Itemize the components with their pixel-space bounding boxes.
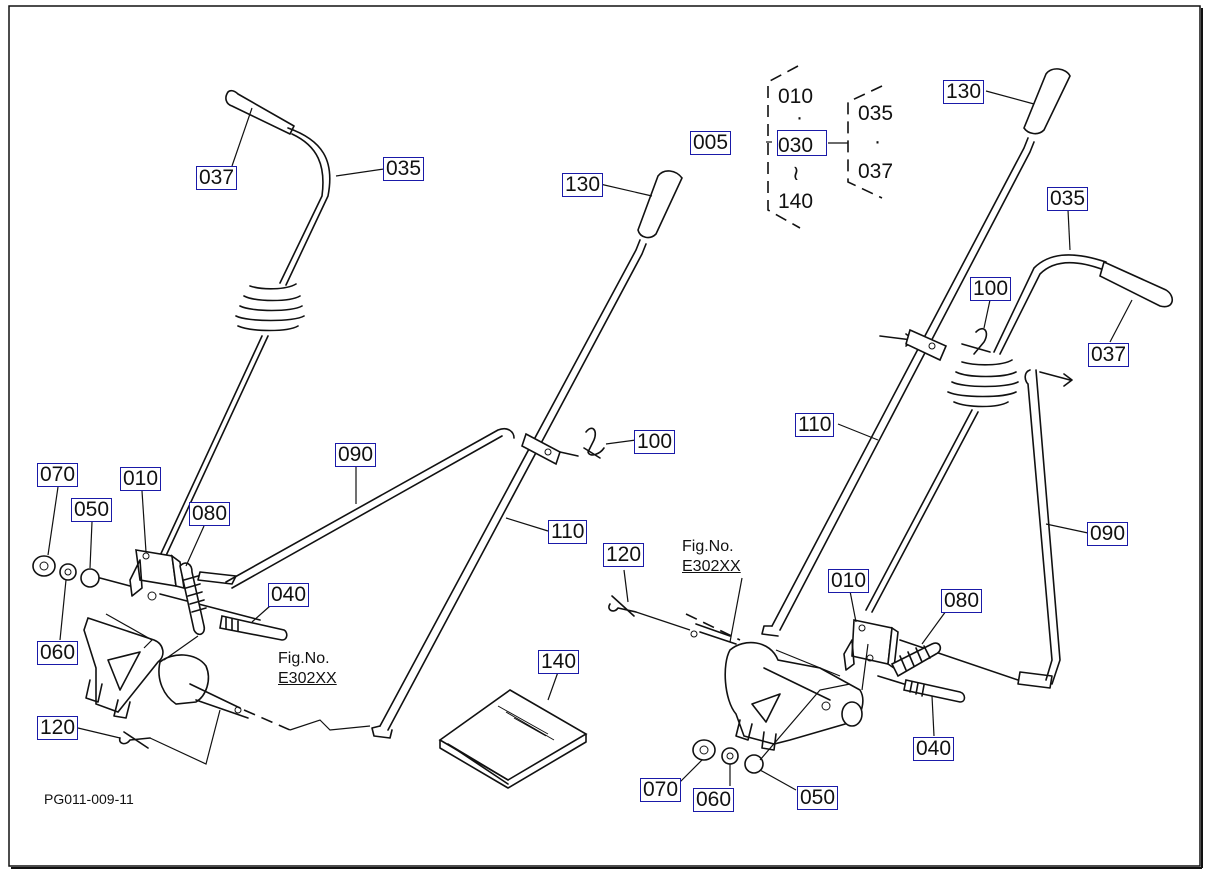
part-label-120-right[interactable]: 120 — [603, 543, 645, 567]
right-leaders — [623, 90, 1133, 791]
right-assembly — [608, 68, 1173, 791]
part-label-100-left[interactable]: 100 — [634, 430, 676, 454]
fig-note-left-line1: Fig.No. — [278, 650, 330, 667]
right-bracket-010 — [685, 613, 899, 751]
right-pin-040 — [877, 675, 966, 703]
right-rod-090 — [899, 369, 1073, 689]
right-spring-080 — [890, 642, 942, 678]
group-left-bottom: 140 — [778, 190, 813, 213]
drawing-frame — [8, 5, 1201, 867]
part-label-130-left[interactable]: 130 — [562, 173, 604, 197]
part-label-080-right[interactable]: 080 — [941, 589, 983, 613]
right-pin-120 — [608, 595, 637, 617]
group-index-bracket: 010 · 030 ≀ 140 035 · 037 — [766, 65, 893, 229]
left-rod-090 — [197, 427, 515, 589]
part-label-010-right[interactable]: 010 — [828, 569, 870, 593]
group-mid-box — [777, 130, 827, 156]
part-label-050-left[interactable]: 050 — [71, 498, 113, 522]
right-lever-035 — [865, 254, 1173, 613]
part-label-100-right[interactable]: 100 — [970, 277, 1012, 301]
part-label-110-left[interactable]: 110 — [548, 520, 588, 544]
part-label-090-left[interactable]: 090 — [335, 443, 377, 467]
group-left-top: 010 — [778, 85, 813, 108]
part-label-060-right[interactable]: 060 — [693, 788, 735, 812]
part-label-090-right[interactable]: 090 — [1087, 522, 1129, 546]
part-label-080-left[interactable]: 080 — [189, 502, 231, 526]
fig-note-right-line1: Fig.No. — [682, 538, 734, 555]
left-rod-110 — [371, 170, 683, 739]
left-lever-035 — [157, 89, 331, 561]
right-clip-100 — [961, 327, 991, 355]
group-left-wave: ≀ — [792, 162, 800, 185]
fig-note-left: Fig.No. E302XX — [278, 649, 337, 689]
fig-note-right: Fig.No. E302XX — [682, 537, 741, 577]
fig-note-left-line2[interactable]: E302XX — [278, 670, 337, 687]
group-left-mid: 030 — [778, 134, 813, 157]
part-label-035-left[interactable]: 035 — [383, 157, 425, 181]
fig-note-right-line2[interactable]: E302XX — [682, 558, 741, 575]
left-clip-100 — [583, 427, 605, 459]
right-rod-110 — [761, 68, 1071, 637]
part-label-005[interactable]: 005 — [690, 131, 732, 155]
part-label-130-right[interactable]: 130 — [943, 80, 985, 104]
part-label-035-right[interactable]: 035 — [1047, 187, 1089, 211]
group-right-top: 035 — [858, 102, 893, 125]
part-label-060-left[interactable]: 060 — [37, 641, 79, 665]
part-label-120-left[interactable]: 120 — [37, 716, 79, 740]
left-leaders — [47, 107, 653, 765]
left-spring-080 — [179, 562, 207, 636]
left-bracket-010 — [83, 549, 291, 731]
part-label-037-right[interactable]: 037 — [1088, 343, 1130, 367]
left-pin-040 — [219, 615, 288, 641]
manual-140 — [438, 689, 588, 789]
right-washers — [692, 739, 764, 774]
left-assembly — [32, 89, 915, 789]
part-label-070-right[interactable]: 070 — [640, 778, 682, 802]
group-right-dot: · — [874, 130, 881, 153]
part-label-050-right[interactable]: 050 — [797, 786, 839, 810]
part-label-070-left[interactable]: 070 — [37, 463, 79, 487]
left-pin-120 — [118, 731, 151, 749]
part-label-110-right[interactable]: 110 — [795, 413, 835, 437]
group-right-bottom: 037 — [858, 160, 893, 183]
drawing-code: PG011-009-11 — [44, 791, 134, 807]
group-left-dot: · — [796, 106, 803, 129]
part-label-040-right[interactable]: 040 — [913, 737, 955, 761]
left-washers — [32, 555, 131, 588]
part-label-037-left[interactable]: 037 — [196, 166, 238, 190]
part-label-040-left[interactable]: 040 — [268, 583, 310, 607]
part-label-140[interactable]: 140 — [538, 650, 580, 674]
part-label-010-left[interactable]: 010 — [120, 467, 162, 491]
